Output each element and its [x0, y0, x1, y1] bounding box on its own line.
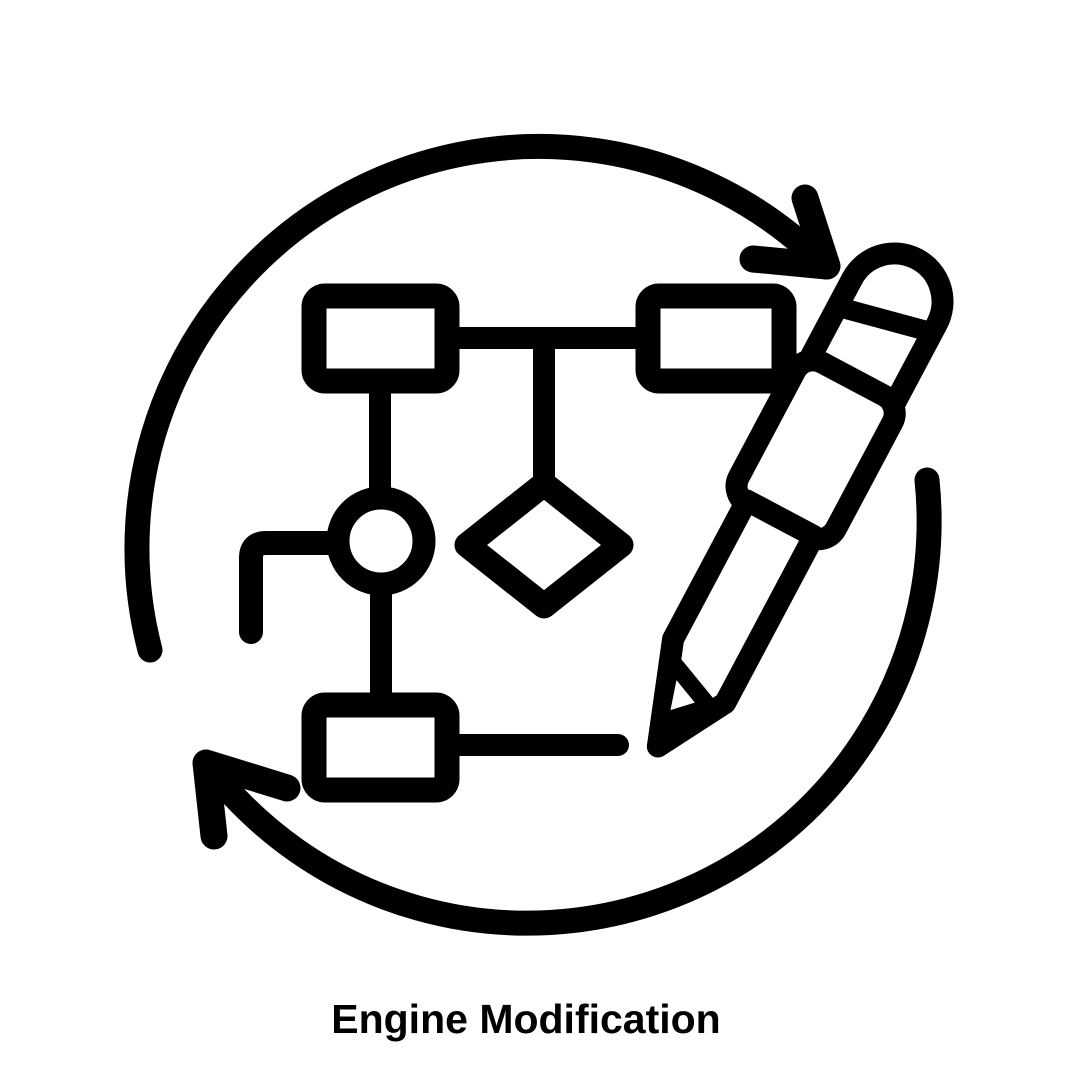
flowchart-elbow-connector — [239, 531, 345, 644]
flowchart-circle-node — [326, 486, 436, 596]
flowchart-rect-top-left — [301, 283, 460, 394]
pen-cap-separator — [829, 297, 941, 342]
caption: Engine Modification — [331, 996, 721, 1042]
flowchart-diamond-node — [454, 471, 634, 619]
flowchart-rect-bottom — [301, 692, 460, 803]
flowchart-rect-top-right — [635, 283, 797, 394]
cycle-bottom-arc — [193, 467, 942, 936]
cycle-top-arrowhead-icon — [739, 184, 841, 280]
cycle-arrows-icon — [124, 134, 942, 936]
cycle-top-arc — [124, 134, 839, 663]
pen-icon — [646, 242, 954, 758]
flowchart-icon — [239, 283, 797, 803]
pen-nib-icon — [650, 652, 718, 731]
cycle-bottom-arrowhead-icon — [192, 749, 301, 850]
